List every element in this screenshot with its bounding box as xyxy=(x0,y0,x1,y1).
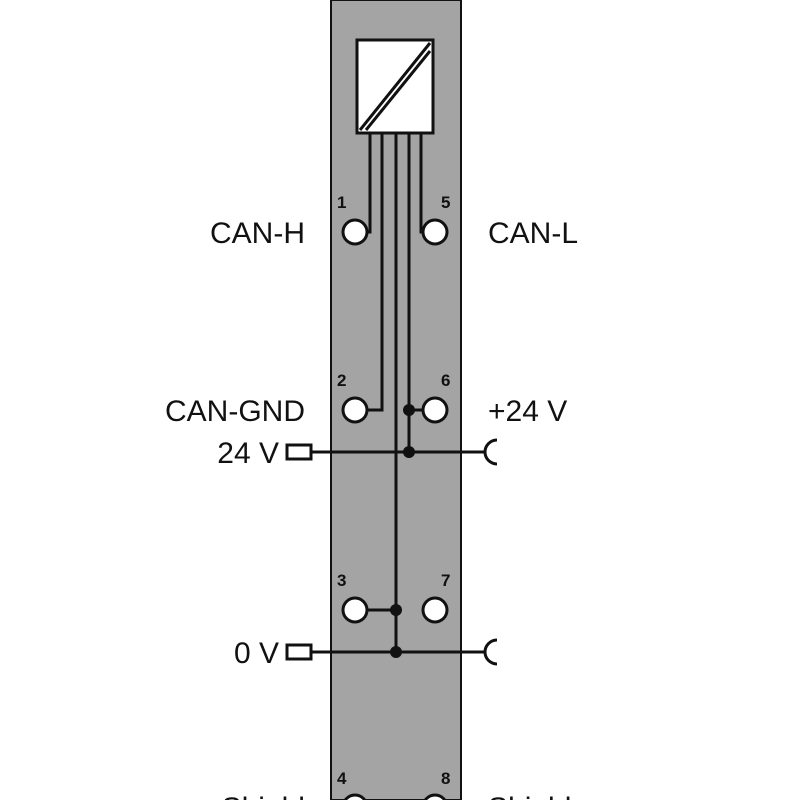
label-can-gnd: CAN-GND xyxy=(165,395,305,428)
terminal-3 xyxy=(341,596,369,624)
junction-dot xyxy=(403,404,415,416)
terminal-2 xyxy=(341,396,369,424)
junction-dot xyxy=(390,604,402,616)
terminal-number-8: 8 xyxy=(441,769,450,788)
terminal-number-6: 6 xyxy=(441,371,450,390)
junction-dot xyxy=(390,646,402,658)
terminal-1 xyxy=(341,218,369,246)
label-can-h: CAN-H xyxy=(210,217,305,250)
terminal-number-7: 7 xyxy=(441,571,450,590)
junctions xyxy=(390,404,415,658)
label-can-l: CAN-L xyxy=(488,217,578,250)
wire-can-gnd xyxy=(367,133,384,412)
label-supply-0v: 0 V xyxy=(234,637,279,670)
terminal-number-2: 2 xyxy=(337,371,346,390)
terminal-points xyxy=(341,218,449,800)
junction-dot xyxy=(403,446,415,458)
plug-connector-icon xyxy=(285,443,313,661)
terminal-6 xyxy=(421,396,449,424)
socket-connector-icon xyxy=(483,438,498,666)
terminal-7 xyxy=(421,596,449,624)
internal-wiring xyxy=(311,133,485,654)
terminal-number-4: 4 xyxy=(337,769,347,788)
label-shield-right: Shield xyxy=(488,792,571,800)
label-shield-left: Shield xyxy=(222,792,305,800)
terminal-8 xyxy=(423,793,447,800)
terminal-number-3: 3 xyxy=(337,571,346,590)
terminal-number-5: 5 xyxy=(441,193,450,212)
terminal-5 xyxy=(421,218,449,246)
signal-converter-icon xyxy=(355,38,435,135)
terminal-number-1: 1 xyxy=(337,193,346,212)
terminal-4 xyxy=(343,793,367,800)
label-supply-24v: 24 V xyxy=(217,437,279,470)
label-plus-24v: +24 V xyxy=(488,395,567,428)
